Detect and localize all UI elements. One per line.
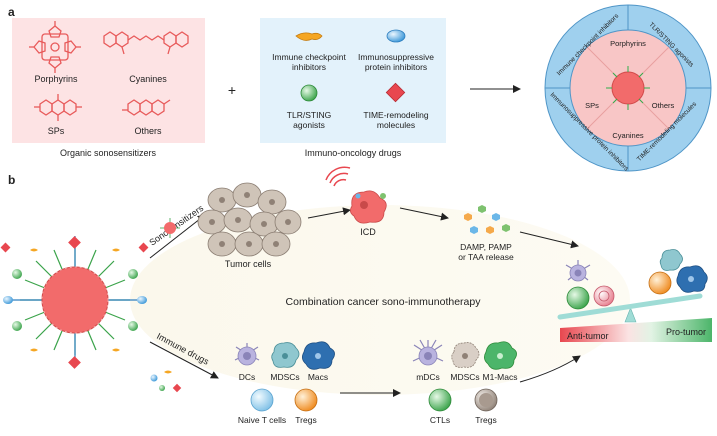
sonosensitizer-label-cyanines: Cyanines (129, 74, 167, 84)
before-label-naive-t: Naive T cells (238, 415, 286, 425)
before-label-mdscs: MDSCs (270, 372, 299, 382)
drug-label-tlr-1: TLR/STING (287, 110, 331, 120)
mdsc-after-icon (451, 342, 480, 368)
after-label-ctls: CTLs (430, 415, 450, 425)
damp-particles (464, 205, 510, 234)
wheel-inner-sps: SPs (585, 101, 599, 110)
protein-inhibitor-icon (386, 29, 406, 43)
anti-tumor-label: Anti-tumor (567, 331, 609, 341)
icd-label: ICD (360, 227, 376, 237)
drug-label-time-1: TIME-remodeling (363, 110, 428, 120)
cyanine-icon (103, 31, 189, 55)
immune-drugs-arrow (149, 341, 219, 379)
drug-label-checkpoint-2: inhibitors (292, 62, 326, 72)
time-remodeling-icon (385, 82, 406, 103)
drug-label-protein-2: protein inhibitors (365, 62, 427, 72)
after-label-mdcs: mDCs (416, 372, 440, 382)
arrow-to-balance-bottom (519, 355, 581, 383)
ctl-cell-icon (428, 388, 452, 412)
drug-label-protein-1: Immunosuppressive (358, 52, 434, 62)
after-label-mdscs: MDSCs (450, 372, 479, 382)
icd-cell (325, 166, 387, 224)
before-label-macs: Macs (308, 372, 328, 382)
treg-cell-icon (294, 388, 318, 412)
after-label-tregs: Tregs (475, 415, 496, 425)
macrophage-cell-icon (302, 341, 335, 370)
tumor-cells-label: Tumor cells (225, 259, 272, 269)
drug-caption: Immuno-oncology drugs (305, 148, 402, 158)
before-label-tregs: Tregs (295, 415, 316, 425)
anti-pro-bar (560, 318, 712, 342)
treg-after-icon (474, 388, 498, 412)
sonosensitizer-caption: Organic sonosensitizers (60, 148, 157, 158)
wheel-inner-porphyrins: Porphyrins (610, 39, 646, 48)
dc-cell-icon (234, 343, 260, 366)
release-label-1: DAMP, PAMP (460, 242, 512, 252)
tumor-cells-cluster (197, 182, 302, 257)
small-nanoparticle-icon (160, 218, 180, 238)
mdc-cell-icon (412, 339, 444, 366)
arrow-to-icd (307, 207, 351, 219)
drug-box (260, 18, 446, 143)
mdsc-cell-icon (271, 342, 300, 368)
sp-icon (34, 94, 82, 121)
sonosensitizer-box (12, 18, 205, 143)
nanoparticle (0, 236, 149, 369)
sonosensitizer-arrow (149, 214, 206, 259)
drug-label-tlr-2: agonists (293, 120, 325, 130)
combination-wheel (544, 4, 712, 172)
wheel-inner-others: Others (652, 101, 675, 110)
immune-drug-icons (150, 370, 182, 393)
others-icon (122, 99, 171, 116)
drug-label-time-2: molecules (377, 120, 415, 130)
sonosensitizer-label-others: Others (134, 126, 162, 136)
arrow-to-release (399, 207, 449, 221)
m1-mac-cell-icon (484, 341, 517, 370)
naive-t-cell-icon (250, 388, 274, 412)
pro-tumor-cells (648, 249, 708, 295)
panel-b-letter: b (8, 173, 15, 187)
release-label-2: or TAA release (458, 252, 514, 262)
tlr-sting-icon (300, 84, 318, 102)
sonosensitizer-label-sps: SPs (48, 126, 65, 136)
wheel-inner-cyanines: Cyanines (612, 131, 644, 140)
anti-tumor-cells (565, 260, 615, 310)
drug-label-checkpoint-1: Immune checkpoint (272, 52, 346, 62)
arrow-to-balance-top (519, 231, 579, 249)
porphyrin-icon (29, 21, 81, 73)
before-label-dcs: DCs (239, 372, 256, 382)
plus-sign: + (228, 82, 236, 98)
checkpoint-inhibitor-icon (295, 32, 323, 41)
sonosensitizer-label-porphyrins: Porphyrins (34, 74, 78, 84)
balance-scale (557, 293, 703, 323)
pro-tumor-label: Pro-tumor (666, 327, 706, 337)
center-title: Combination cancer sono-immunotherapy (286, 296, 482, 308)
after-label-m1-macs: M1-Macs (483, 372, 518, 382)
panel-a-letter: a (8, 5, 15, 19)
